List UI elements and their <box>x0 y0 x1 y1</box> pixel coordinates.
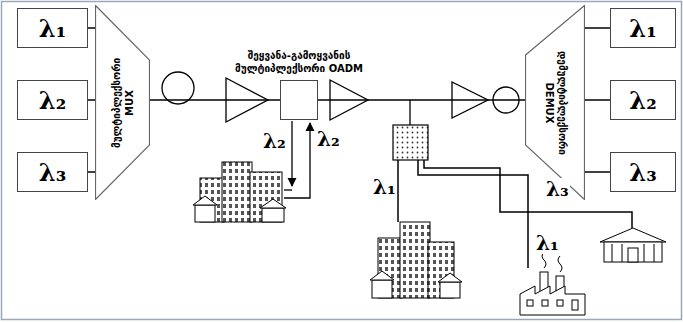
wavelength-label: λ₁ <box>629 14 656 43</box>
buildings <box>193 162 286 222</box>
wavelength-box: λ₁ <box>610 8 676 48</box>
wavelength-label: λ₂ <box>316 128 341 150</box>
device-label: მულტიპლექსორი MUX <box>110 45 135 161</box>
wavelength-box: λ₃ <box>17 152 88 192</box>
demultiplexer-trapezoid: დემულტიპლექსორი DEMUX <box>525 5 585 200</box>
fiber-line <box>585 99 610 101</box>
wavelength-label: λ₂ <box>629 86 656 115</box>
oadm-box: შეყვანა-გამოყვანის მულტიპლექსორი OADM <box>280 80 318 120</box>
fiber-line <box>150 99 280 101</box>
factory <box>520 252 585 315</box>
wavelength-label: λ₁ <box>535 232 560 254</box>
house <box>600 228 666 262</box>
trapezoid-shape <box>96 6 150 200</box>
wavelength-box: λ₂ <box>610 80 676 120</box>
wavelength-box: λ₂ <box>17 80 88 120</box>
fiber-line <box>88 99 95 101</box>
fiber-spool <box>162 72 194 104</box>
wavelength-label: λ₂ <box>262 130 287 152</box>
drop-arrow <box>291 121 292 186</box>
device-label: შეყვანა-გამოყვანის მულტიპლექსორი OADM <box>224 49 374 75</box>
wavelength-box: λ₁ <box>17 8 88 48</box>
wavelength-label: λ₃ <box>39 158 66 187</box>
multiplexer-trapezoid: მულტიპლექსორი MUX <box>95 5 150 200</box>
wavelength-label: λ₁ <box>39 14 66 43</box>
wavelength-label: λ₂ <box>39 86 66 115</box>
drop-line <box>424 160 632 228</box>
device-label: დემულტიპლექსორი DEMUX <box>543 45 568 161</box>
fiber-line <box>88 171 95 173</box>
wavelength-label: λ₁ <box>372 176 397 198</box>
add-arrow <box>284 123 310 198</box>
wavelength-label: λ₃ <box>629 158 656 187</box>
fiber-line <box>585 27 610 29</box>
drop-line <box>284 189 292 190</box>
trapezoid-shape <box>526 6 585 200</box>
fiber-line <box>318 99 525 101</box>
tap-line <box>409 100 410 125</box>
cross-connect <box>393 125 428 160</box>
fiber-line <box>585 171 610 173</box>
drop-line <box>397 160 399 222</box>
fiber-line <box>88 27 95 29</box>
buildings <box>370 222 462 298</box>
wavelength-label: λ₃ <box>545 178 570 200</box>
wavelength-box: λ₃ <box>610 152 676 192</box>
